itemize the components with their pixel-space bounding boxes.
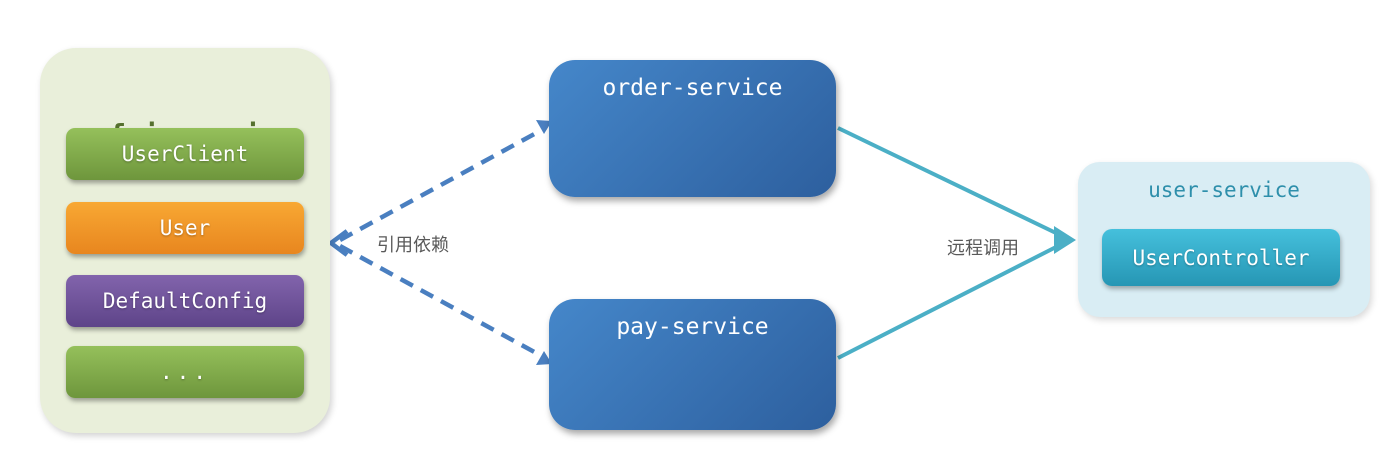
dependency-left-arrowhead-icon bbox=[327, 229, 349, 257]
feign-item-user: User bbox=[66, 202, 304, 254]
feign-item-label: DefaultConfig bbox=[102, 289, 268, 313]
feign-api-package: feign-api UserClient User DefaultConfig … bbox=[40, 48, 330, 433]
feign-item-label: UserClient bbox=[121, 142, 249, 166]
user-item-usercontroller: UserController bbox=[1102, 229, 1340, 286]
user-service-package: user-service UserController bbox=[1078, 162, 1370, 317]
user-item-label: UserController bbox=[1132, 245, 1310, 270]
feign-item-userclient: UserClient bbox=[66, 128, 304, 180]
remote-call-edge-order bbox=[837, 126, 1059, 236]
dependency-edge-label: 引用依赖 bbox=[377, 235, 449, 256]
remote-call-edge-pay bbox=[837, 244, 1059, 360]
pay-service-node: pay-service bbox=[549, 299, 836, 430]
feign-item-ellipsis: ... bbox=[66, 346, 304, 398]
order-service-node: order-service bbox=[549, 60, 836, 197]
dependency-pay-end-arrowhead-icon bbox=[536, 351, 552, 365]
dependency-edge-pay bbox=[338, 244, 540, 356]
remote-call-edge-label: 远程调用 bbox=[947, 238, 1019, 259]
dependency-order-end-arrowhead-icon bbox=[536, 120, 552, 134]
feign-item-label: ... bbox=[160, 360, 210, 384]
remote-call-arrowhead-icon bbox=[1054, 226, 1076, 254]
user-service-title: user-service bbox=[1148, 178, 1300, 202]
dependency-edge-order bbox=[338, 130, 540, 242]
pay-service-label: pay-service bbox=[616, 314, 769, 340]
feign-item-label: User bbox=[159, 216, 211, 240]
feign-item-defaultconfig: DefaultConfig bbox=[66, 275, 304, 327]
order-service-label: order-service bbox=[602, 75, 783, 101]
